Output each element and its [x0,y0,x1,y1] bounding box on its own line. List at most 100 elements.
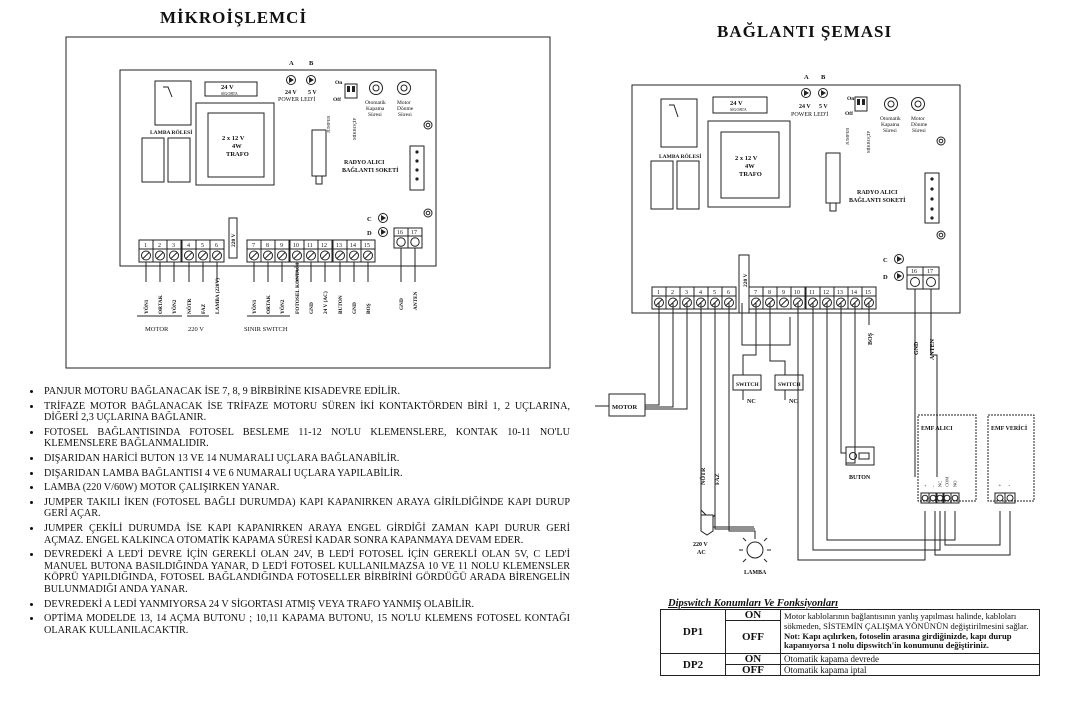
screw-icon [926,277,936,287]
svg-text:220 V: 220 V [231,233,237,247]
terminal-number: 16 [911,269,917,275]
lamp-relay-label: LAMBA RÖLESİ [150,129,192,136]
pin-terminal [1004,492,1016,504]
terminal-label: 24 V (AC) [322,291,329,314]
svg-text:Süresi: Süresi [398,112,412,118]
dipswitch-table: DP1 ON Motor kablolarının bağlantısının … [660,609,1040,676]
terminal-label: YÖN2 [279,299,286,314]
note-item: LAMBA (220 V/60W) MOTOR ÇALIŞIRKEN YANAR… [42,482,570,494]
note-item: DEVREDEKİ A LEDİ YANMIYORSA 24 V SİGORTA… [42,599,570,611]
led-a [286,75,296,85]
note-item: DEVREDEKİ A LED'İ DEVRE İÇİN GEREKLİ OLA… [42,549,570,595]
led-c [378,213,388,223]
led-d [378,227,388,237]
svg-text:NÖTR: NÖTR [700,467,707,485]
svg-text:TRAFO: TRAFO [739,171,762,178]
terminal-number: 17 [411,230,417,236]
dp1-desc: Motor kablolarının bağlantısının yanlış … [780,609,1040,654]
svg-text:220 V: 220 V [693,542,708,548]
screw-icon [779,297,789,308]
svg-text:GND: GND [914,341,920,355]
microchip [311,129,327,177]
terminal-number: 11 [809,290,815,296]
svg-text:SİGORTA: SİGORTA [730,107,747,112]
terminal-number: 4 [187,243,190,249]
note-item: DIŞARIDAN HARİCİ BUTON 13 VE 14 NUMARALI… [42,453,570,465]
screw-icon [212,250,222,261]
terminal-label: YÖN2 [171,299,178,314]
pot-auto-close [884,97,898,111]
screw-icon [910,277,920,287]
terminal-number: 12 [823,290,829,296]
table-row: DP1 ON Motor kablolarının bağlantısının … [660,609,1040,654]
fuse-220v [738,254,750,314]
svg-text:Süresi: Süresi [883,128,897,134]
svg-text:24 V: 24 V [221,84,234,91]
notes-list: PANJUR MOTORU BAĞLANACAK İSE 7, 8, 9 BİR… [20,386,570,639]
svg-text:2 x 12 V: 2 x 12 V [735,155,758,162]
terminal-number: 3 [172,243,175,249]
svg-text:C: C [883,257,888,264]
terminal-label: BUTON [338,295,344,314]
screw-icon [292,250,302,261]
svg-text:SWITCH: SWITCH [736,382,759,388]
state-off: OFF [725,620,781,654]
terminal-number: 5 [713,290,716,296]
pin-label: - [1009,484,1011,489]
terminal-number: 9 [782,290,785,296]
terminal-number: 2 [158,243,161,249]
svg-text:Motor: Motor [397,100,411,106]
svg-text:5 V: 5 V [819,104,828,110]
svg-text:EMF ALICI: EMF ALICI [921,426,953,432]
svg-text:BUTON: BUTON [849,475,871,481]
note-item: JUMPER ÇEKİLİ DURUMDA İSE KAPI KAPANIRKE… [42,523,570,546]
svg-text:MOTOR: MOTOR [612,404,637,411]
table-row: OFF [661,620,1040,654]
svg-text:Motor: Motor [911,116,925,122]
svg-text:NC: NC [789,399,798,405]
terminal-label: FOTOSEL KONTAĞI [293,263,301,314]
microchip [825,152,841,204]
svg-text:POWER LED'İ: POWER LED'İ [791,111,828,118]
terminal-number: 17 [927,269,933,275]
note-item: DIŞARIDAN LAMBA BAĞLANTISI 4 VE 6 NUMARA… [42,468,570,480]
pin-label: NO [953,480,958,487]
svg-text:A: A [289,60,294,67]
screw-icon [320,250,330,261]
antenna-label: ANTEN [413,291,419,310]
screw-icon [249,250,259,261]
svg-text:Off: Off [845,111,853,117]
terminal-number: 15 [865,290,871,296]
dip-switch [854,96,868,112]
terminal-number: 3 [685,290,688,296]
svg-text:ANTEN: ANTEN [930,338,936,360]
svg-text:C: C [367,216,372,223]
svg-text:RADYO ALICI: RADYO ALICI [857,190,898,196]
terminal-number: 8 [266,243,269,249]
lamp-relay [154,80,192,126]
svg-text:TRAFO: TRAFO [226,151,249,158]
dip-table-title: Dipswitch Konumları Ve Fonksiyonları [668,598,839,609]
pin-label: + [999,484,1002,489]
terminal-number: 5 [201,243,204,249]
table-row: DP2 ON Otomatik kapama devrede [660,653,1040,676]
svg-text:D: D [367,230,372,237]
trafo [707,120,791,208]
terminal-number: 8 [768,290,771,296]
svg-text:Otomatik: Otomatik [365,100,386,106]
svg-text:BAĞLANTI SOKETİ: BAĞLANTI SOKETİ [849,196,906,204]
svg-text:MOTOR: MOTOR [145,326,169,333]
svg-text:5 V: 5 V [308,90,317,96]
dip-switch [344,83,358,99]
svg-text:MİKROÇİP: MİKROÇİP [352,117,357,140]
svg-text:BOŞ: BOŞ [868,332,874,345]
dp2-label: DP2 [660,653,726,676]
radio-socket [409,145,425,191]
led-b [818,88,828,98]
terminal-number: 7 [754,290,757,296]
right-title: BAĞLANTI ŞEMASI [717,22,893,41]
trafo [195,102,275,186]
svg-text:NC: NC [747,399,756,405]
screw-icon [141,250,151,261]
terminal-number: 9 [280,243,283,249]
